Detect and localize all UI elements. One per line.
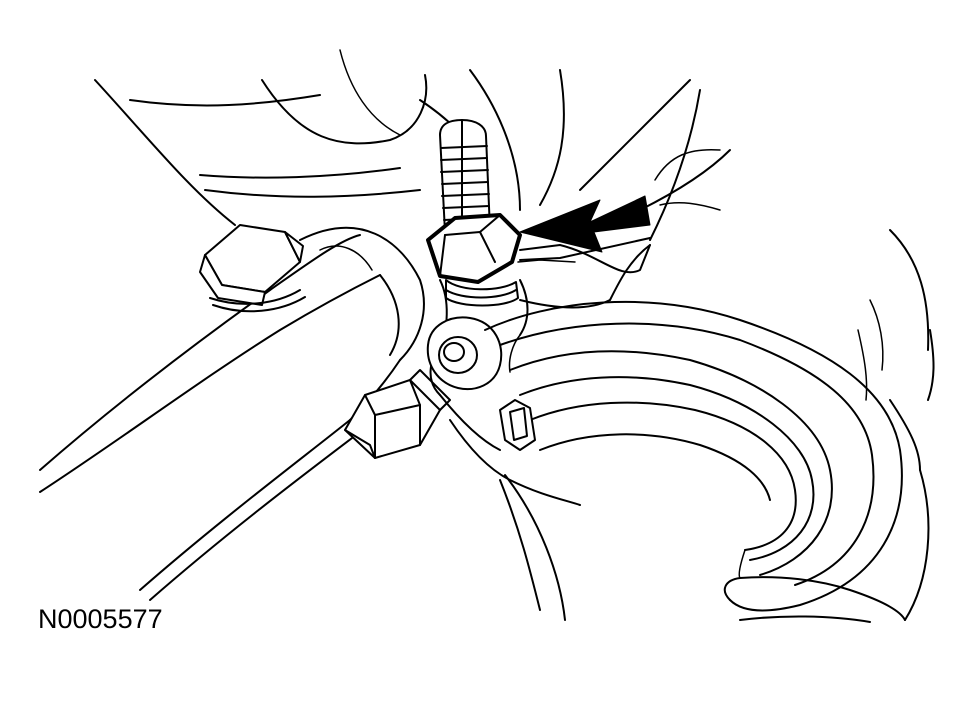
- spring-seat: [484, 300, 930, 623]
- figure-id-label: N0005577: [38, 604, 163, 634]
- callout-arrow: [519, 195, 651, 253]
- threaded-stud: [439, 119, 491, 233]
- body-frame-outline: [94, 49, 935, 401]
- lower-nut: [344, 369, 451, 459]
- knuckle: [429, 237, 651, 621]
- callout-leader: [517, 259, 576, 263]
- mounting-eye: [426, 316, 503, 390]
- left-bolt-head: [199, 224, 306, 313]
- highlighted-nut: [426, 213, 522, 307]
- retaining-clip: [499, 399, 536, 451]
